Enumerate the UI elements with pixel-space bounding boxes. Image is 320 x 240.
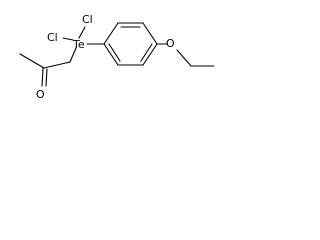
ring-bond-3 xyxy=(142,22,158,45)
bonds xyxy=(19,22,215,87)
ring-bond-6 xyxy=(103,43,119,66)
bond-carbonyl-c-methyl xyxy=(19,53,45,69)
bond-te-cl-left xyxy=(62,37,74,41)
bond-o-ch2 xyxy=(176,49,192,67)
atom-o-ether: O xyxy=(166,37,175,50)
bond-carbonyl-double-2 xyxy=(45,68,48,87)
atom-o-carbonyl: O xyxy=(36,88,45,101)
atom-te: Te xyxy=(72,38,85,51)
ring-inner-double-2 xyxy=(140,43,153,62)
bond-te-cl-upper xyxy=(78,26,86,39)
atom-cl-left: Cl xyxy=(47,31,58,44)
ring-inner-double-3 xyxy=(108,43,121,62)
bond-ch2-carbonyl-c xyxy=(43,61,71,69)
bond-carbonyl-double-1 xyxy=(41,67,44,87)
ring-bond-4 xyxy=(142,43,158,66)
atom-labels: Te Cl Cl O O xyxy=(36,13,175,101)
chemical-structure: Te Cl Cl O O xyxy=(19,13,215,101)
bond-te-ch2 xyxy=(69,47,77,63)
atom-cl-upper: Cl xyxy=(82,13,93,26)
ring-bond-1 xyxy=(103,22,119,45)
